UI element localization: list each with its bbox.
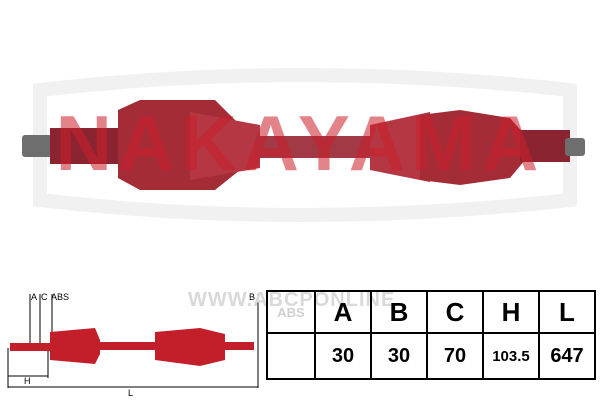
header-a: A <box>314 290 372 334</box>
dimension-diagram: A C ABS B H L <box>7 292 259 398</box>
value-a: 30 <box>314 332 372 380</box>
label-b: B <box>249 292 255 302</box>
value-h: 103.5 <box>482 332 540 380</box>
svg-text:NAKAYAMA: NAKAYAMA <box>56 99 545 187</box>
diagram-axle <box>10 328 254 366</box>
value-l: 647 <box>538 332 596 380</box>
label-l: L <box>128 388 133 398</box>
header-abs: ABS <box>266 290 316 334</box>
label-c: C <box>41 292 48 302</box>
brand-logo: NAKAYAMA <box>56 99 545 187</box>
value-abs <box>266 332 316 380</box>
label-abs: ABS <box>51 292 69 302</box>
cv-axle-shaft <box>22 100 585 190</box>
dimensions-table: ABS A B C H L 30 30 70 103.5 647 <box>266 290 596 380</box>
label-h: H <box>24 376 31 386</box>
value-c: 70 <box>426 332 484 380</box>
header-l: L <box>538 290 596 334</box>
product-photo: NAKAYAMA <box>22 68 585 222</box>
header-h: H <box>482 290 540 334</box>
header-c: C <box>426 290 484 334</box>
brand-logo-watermark <box>33 68 577 222</box>
header-b: B <box>370 290 428 334</box>
label-a: A <box>31 292 37 302</box>
value-b: 30 <box>370 332 428 380</box>
